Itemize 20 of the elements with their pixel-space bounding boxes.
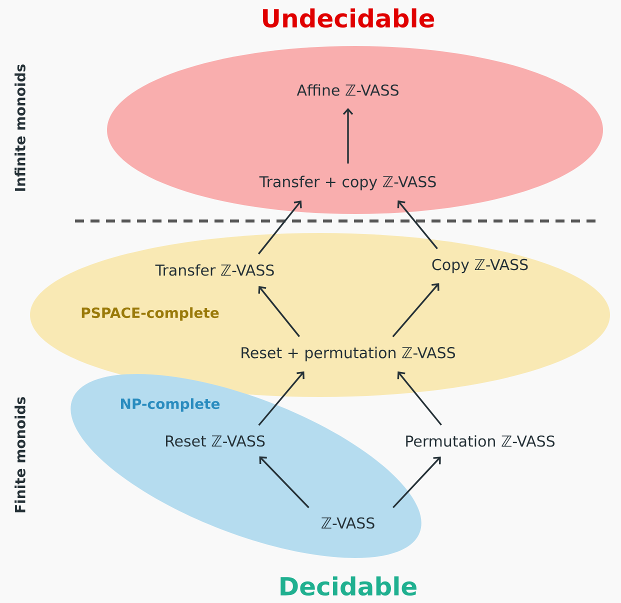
- arrow: [259, 456, 310, 508]
- side-label: Finite monoids: [14, 397, 26, 512]
- title: Undecidable: [263, 8, 434, 28]
- arrow: [392, 283, 440, 338]
- arrow: [392, 456, 441, 508]
- bottom-heading: Decidable: [280, 576, 416, 596]
- side-label: Infinite monoids: [14, 64, 26, 191]
- arrow: [342, 108, 354, 164]
- region-ellipse: [107, 46, 603, 214]
- class-label: Copy ℤ-VASS: [432, 258, 528, 274]
- class-label: Transfer ℤ-VASS: [155, 264, 274, 276]
- class-label: Reset + permutation ℤ-VASS: [242, 346, 456, 362]
- arrow: [258, 200, 302, 254]
- arrow: [258, 286, 300, 338]
- class-label: Transfer + copy ℤ-VASS: [259, 176, 436, 190]
- class-label: ℤ-VASS: [322, 517, 374, 529]
- arrow: [258, 371, 304, 426]
- class-label: Affine ℤ-VASS: [296, 84, 398, 96]
- arrow: [397, 371, 442, 426]
- class-label: Reset ℤ-VASS: [166, 435, 265, 447]
